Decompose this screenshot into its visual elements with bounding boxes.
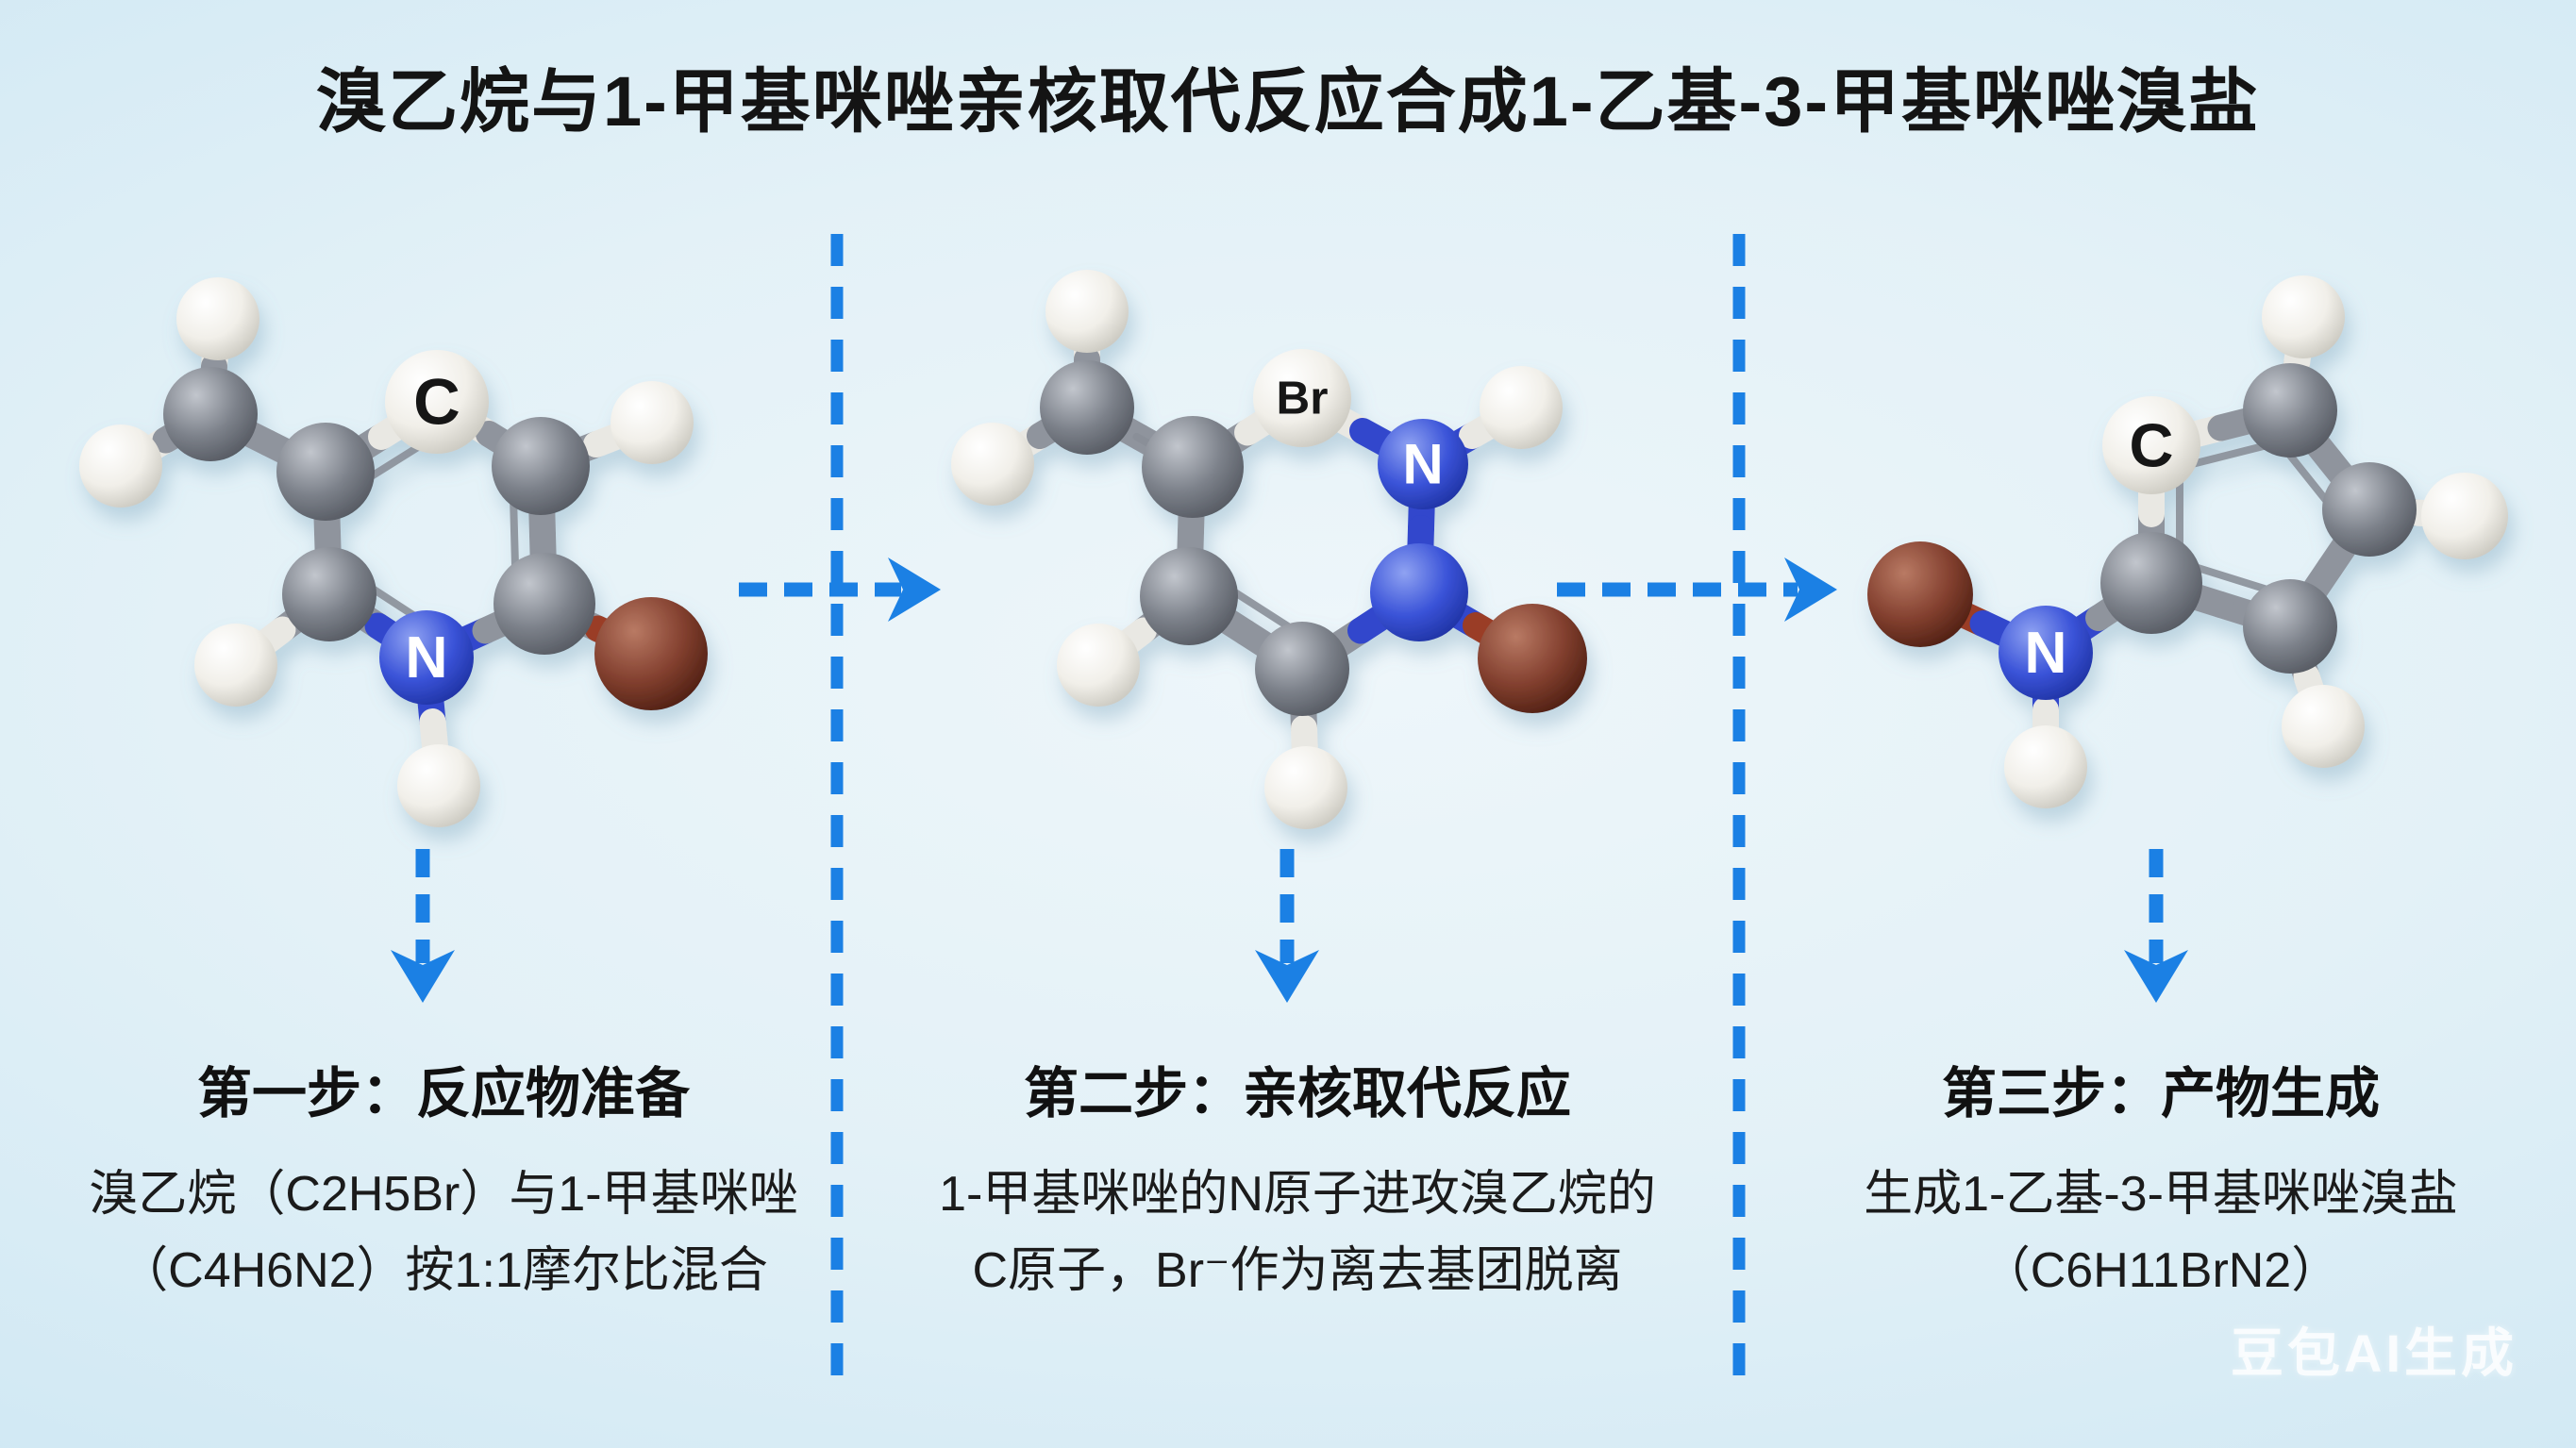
step1-block: 第一步：反应物准备 溴乙烷（C2H5Br）与1-甲基咪唑 （C4H6N2）按1:… (85, 1049, 802, 1308)
atom-h (1264, 746, 1347, 829)
atom-label-n: N (2024, 620, 2066, 686)
h-arrow-head-icon (888, 558, 941, 622)
step2-block: 第二步：亲核取代反应 1-甲基咪唑的N原子进攻溴乙烷的 C原子，Br⁻作为离去基… (892, 1049, 1703, 1308)
v-arrow-head-icon (391, 950, 455, 1003)
atom-n (1370, 543, 1468, 641)
atom-h (1057, 624, 1140, 707)
atom-h (1253, 349, 1351, 447)
atom-label-n: N (1402, 433, 1443, 496)
atom-h (2262, 275, 2345, 358)
molecule-step2-transition: BrN (951, 270, 1587, 829)
step2-line1: 1-甲基咪唑的N原子进攻溴乙烷的 (939, 1167, 1656, 1222)
aromatic-hint-bond (2282, 445, 2331, 506)
atom-h (2004, 725, 2087, 808)
aromatic-hint-bond (1225, 584, 1292, 630)
step2-heading: 第二步：亲核取代反应 (1023, 1063, 1571, 1124)
molecule-step3-product: NC (1867, 275, 2508, 808)
atom-n (379, 610, 474, 705)
watermark: 豆包AI生成 (2231, 1323, 2517, 1383)
step1-heading: 第一步：反应物准备 (196, 1063, 690, 1124)
step3-block: 第三步：产物生成 生成1-乙基-3-甲基咪唑溴盐 （C6H11BrN2） (1821, 1049, 2501, 1308)
atom-br (1867, 541, 1973, 647)
atom-n (1999, 606, 2093, 700)
atom-label-n: N (405, 624, 447, 691)
atom-h (611, 381, 694, 464)
atom-h (385, 350, 489, 454)
atom-h (1480, 366, 1563, 449)
atom-label-c: C (413, 366, 460, 439)
atom-c (2100, 532, 2202, 634)
atom-c (492, 417, 590, 515)
atom-c (282, 547, 376, 641)
atom-h (1045, 270, 1129, 353)
atom-h (951, 423, 1034, 506)
atom-h (2102, 396, 2200, 494)
diagram-title: 溴乙烷与1-甲基咪唑亲核取代反应合成1-乙基-3-甲基咪唑溴盐 (315, 62, 2261, 141)
atom-h (2282, 685, 2365, 768)
step1-line2: （C4H6N2）按1:1摩尔比混合 (119, 1242, 768, 1298)
step1-line1: 溴乙烷（C2H5Br）与1-甲基咪唑 (89, 1167, 798, 1222)
atom-c (2243, 579, 2337, 674)
atom-label-c: C (2130, 411, 2174, 480)
aromatic-hint-bond (362, 439, 429, 483)
atom-h (2421, 473, 2508, 559)
step2-line2: C原子，Br⁻作为离去基团脱离 (972, 1242, 1623, 1298)
atom-c (2243, 363, 2337, 458)
aromatic-hint-bond (2188, 562, 2269, 593)
atom-c (1142, 416, 1244, 518)
molecule-step1-reactants: CN (79, 277, 708, 827)
atom-h (176, 277, 259, 360)
aromatic-hint-bond (510, 493, 520, 574)
aromatic-hint-bond (2189, 441, 2269, 468)
atom-label-br: Br (1277, 373, 1329, 424)
h-arrow-head-icon (1784, 558, 1837, 622)
atom-c (163, 367, 258, 461)
v-arrow-head-icon (1255, 950, 1319, 1003)
atom-br (594, 597, 708, 710)
step3-heading: 第三步：产物生成 (1941, 1063, 2380, 1124)
atom-h (397, 744, 480, 827)
atom-n (1378, 419, 1468, 509)
v-arrow-head-icon (2124, 950, 2188, 1003)
atom-c (1040, 360, 1134, 455)
atom-c (493, 553, 595, 655)
atom-c (276, 423, 375, 521)
atom-h (79, 424, 162, 508)
step3-line1: 生成1-乙基-3-甲基咪唑溴盐 (1864, 1167, 2458, 1222)
atom-c (2322, 462, 2417, 557)
atom-h (194, 624, 277, 707)
step3-line2: （C6H11BrN2） (1981, 1242, 2341, 1298)
atom-br (1478, 604, 1587, 713)
atom-c (1140, 547, 1238, 645)
atom-c (1255, 622, 1349, 716)
